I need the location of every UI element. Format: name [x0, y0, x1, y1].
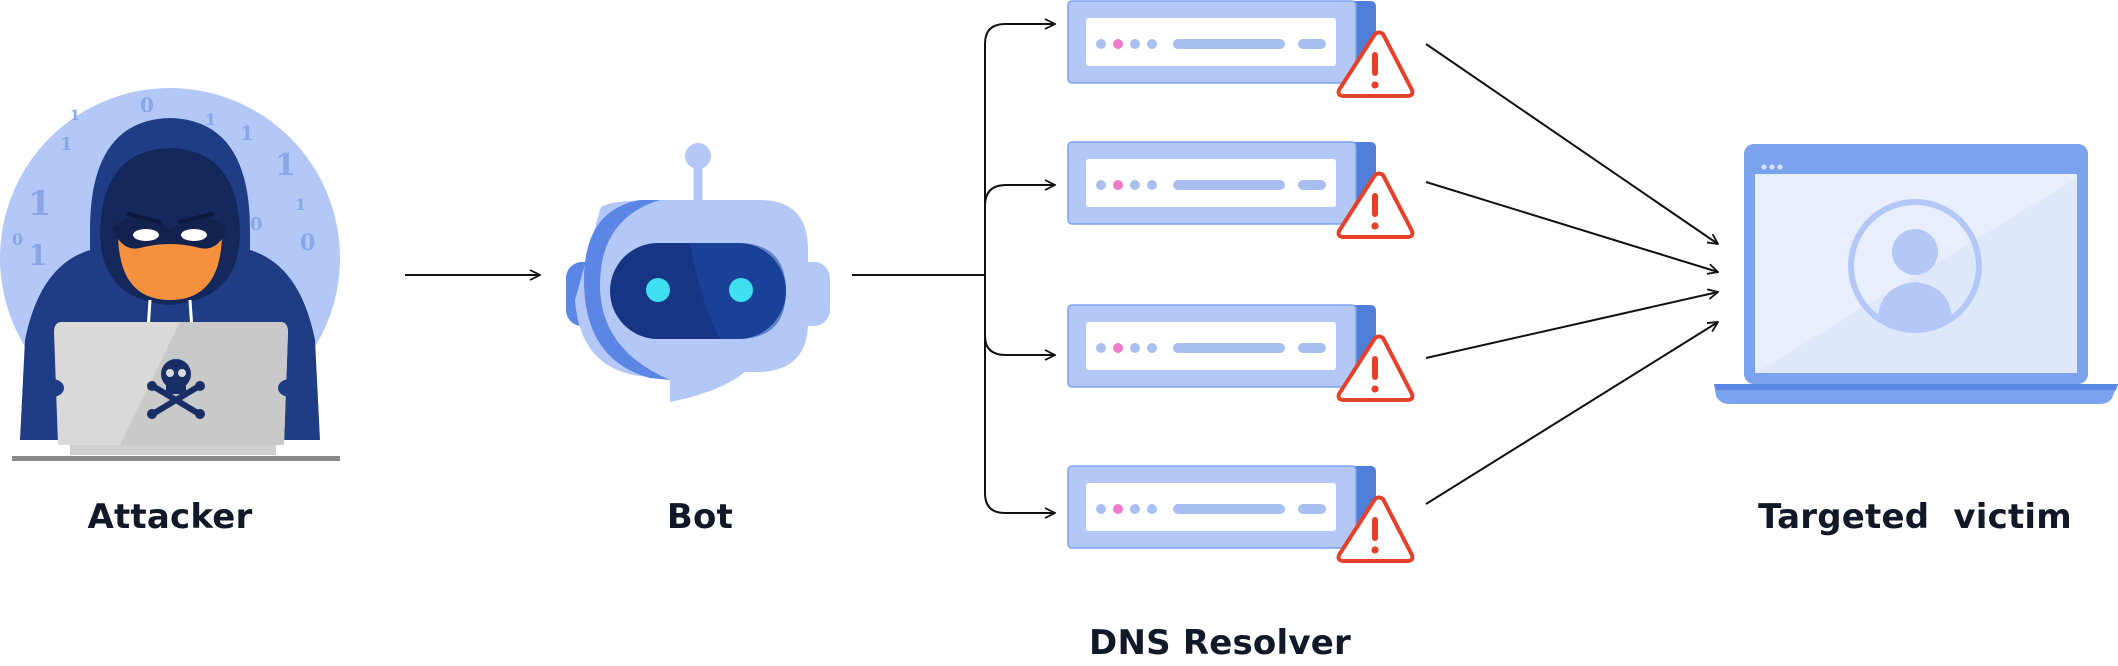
robot-icon — [566, 143, 830, 402]
server-icon — [1067, 465, 1376, 549]
svg-text:1: 1 — [70, 108, 80, 124]
dns-resolver-label: DNS Resolver — [1089, 623, 1351, 663]
attack-arrows — [1425, 43, 1718, 505]
server-icon — [1067, 141, 1376, 225]
warning-icon — [1336, 30, 1415, 98]
svg-text:0: 0 — [300, 230, 315, 256]
skull-icon — [147, 359, 205, 419]
warning-icon — [1336, 171, 1415, 239]
svg-text:1: 1 — [28, 239, 47, 272]
server-icon — [1067, 0, 1376, 84]
svg-text:0: 0 — [12, 230, 23, 249]
svg-text:0: 0 — [140, 93, 154, 117]
server-icon — [1067, 304, 1376, 388]
svg-text:1: 1 — [28, 184, 52, 224]
svg-text:1: 1 — [60, 134, 73, 155]
warning-icon — [1336, 495, 1415, 563]
hacker-icon: 0 1 1 1 1 0 1 0 0 1 1 0 1 — [0, 88, 340, 461]
bot-label: Bot — [666, 497, 734, 537]
svg-text:1: 1 — [275, 148, 296, 183]
attacker-label: Attacker — [87, 497, 253, 537]
svg-text:0: 0 — [250, 214, 263, 235]
svg-text:1: 1 — [240, 121, 254, 145]
warning-icon — [1336, 334, 1415, 402]
svg-text:1: 1 — [205, 110, 216, 129]
laptop-user-icon — [1714, 144, 2118, 404]
targeted-victim-label: Targeted victim — [1758, 497, 2072, 537]
dns-resolver-group — [1067, 0, 1415, 563]
fanout-connector — [852, 24, 1055, 513]
svg-text:1: 1 — [295, 195, 306, 214]
